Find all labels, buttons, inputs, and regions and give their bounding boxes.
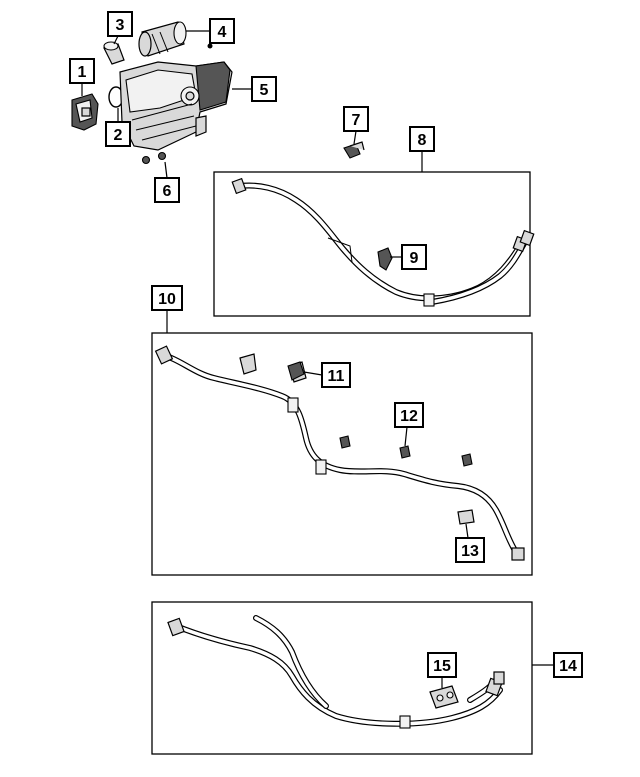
- panel-hose-8: [213, 171, 531, 317]
- callout-3-label: 3: [116, 17, 125, 34]
- callout-13: 13: [455, 523, 485, 563]
- callout-11-label: 11: [328, 368, 345, 385]
- callout-5: 5: [232, 76, 277, 102]
- callout-8: 8: [409, 126, 435, 172]
- part-5-reservoir-tank: [119, 61, 233, 151]
- callout-15: 15: [427, 652, 457, 688]
- part-1-sensor-bracket: [71, 93, 99, 131]
- callout-10: 10: [151, 285, 183, 333]
- part-14-hose: [167, 615, 505, 729]
- callout-1: 1: [69, 58, 95, 96]
- callout-4: 4: [186, 18, 235, 44]
- callout-1-label: 1: [78, 64, 87, 81]
- part-13-clip: [457, 509, 475, 525]
- callout-11: 11: [303, 362, 351, 388]
- callout-9: 9: [390, 244, 427, 270]
- callout-13-label: 13: [461, 543, 479, 560]
- panel-hose-10: [151, 332, 533, 576]
- callout-12-label: 12: [400, 408, 418, 425]
- callout-10-label: 10: [158, 291, 176, 308]
- reservoir-assembly: [71, 21, 233, 165]
- callout-8-label: 8: [418, 132, 427, 149]
- part-3-fitting: [103, 41, 125, 65]
- part-7-bleeder: [343, 141, 365, 159]
- callout-2: 2: [105, 108, 131, 147]
- callout-6: 6: [154, 161, 180, 203]
- callout-14: 14: [532, 652, 583, 678]
- callout-7: 7: [343, 106, 369, 145]
- part-10-hose: [154, 345, 525, 561]
- part-4-cap: [138, 21, 213, 57]
- callout-7-label: 7: [352, 112, 361, 129]
- callout-15-label: 15: [433, 658, 451, 675]
- part-15-bracket: [429, 685, 459, 709]
- callout-2-label: 2: [114, 127, 123, 144]
- callout-4-label: 4: [218, 24, 227, 41]
- callout-9-label: 9: [410, 250, 419, 267]
- callout-6-label: 6: [163, 183, 172, 200]
- part-11-clip: [287, 361, 305, 381]
- callout-5-label: 5: [260, 82, 269, 99]
- callout-3: 3: [107, 11, 133, 45]
- callout-12: 12: [394, 402, 424, 447]
- part-6-nuts: [141, 151, 167, 165]
- callout-14-label: 14: [559, 658, 577, 675]
- panel-hose-14: [151, 601, 533, 755]
- part-8-hose: [231, 177, 535, 307]
- part-9-clip: [377, 247, 393, 271]
- part-12-clip: [399, 445, 411, 459]
